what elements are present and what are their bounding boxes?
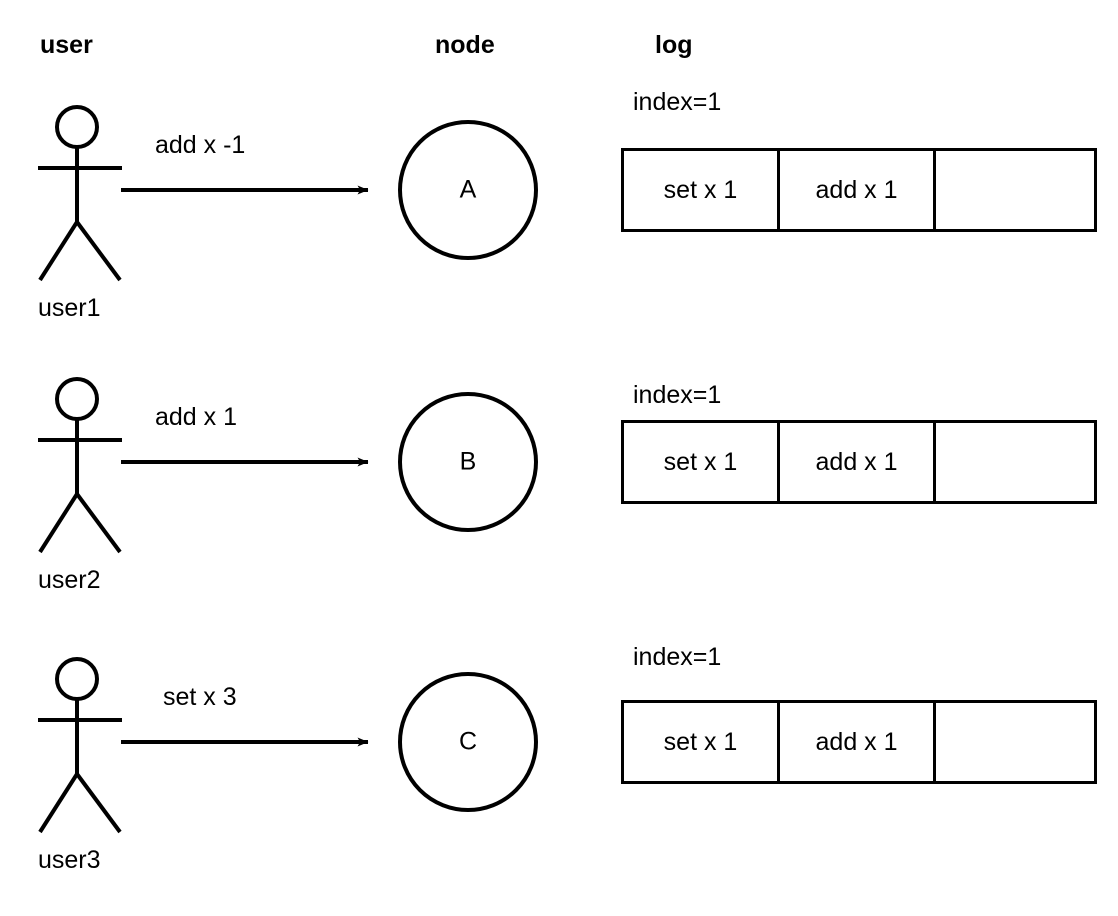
log-cell-empty[interactable] (936, 151, 1094, 229)
node-circle-a (398, 120, 538, 260)
node-label-c: C (458, 727, 478, 756)
log-cell[interactable]: set x 1 (624, 703, 781, 781)
stick-figure-leg-right (75, 772, 122, 834)
stick-figure-user3 (38, 657, 122, 834)
log-cell[interactable]: add x 1 (780, 703, 937, 781)
node-label-b: B (459, 447, 477, 476)
message-label-row-3: set x 3 (163, 683, 237, 711)
log-index-label-row-2: index=1 (633, 381, 722, 409)
column-header-log: log (655, 31, 693, 59)
message-label-row-1: add x -1 (155, 131, 246, 159)
column-header-node: node (435, 31, 495, 59)
stick-figure-user1 (38, 105, 122, 282)
stick-figure-head (55, 105, 99, 149)
message-label-row-2: add x 1 (155, 403, 238, 431)
stick-figure-leg-left (38, 492, 79, 554)
log-table-row-3: set x 1 add x 1 (621, 700, 1097, 784)
stick-figure-leg-left (38, 772, 79, 834)
log-cell[interactable]: set x 1 (624, 151, 781, 229)
node-circle-b (398, 392, 538, 532)
stick-figure-leg-left (38, 220, 79, 282)
log-index-label-row-1: index=1 (633, 88, 722, 116)
log-index-label-row-3: index=1 (633, 643, 722, 671)
node-label-a: A (459, 175, 477, 204)
column-header-user: user (40, 31, 93, 59)
log-cell-empty[interactable] (936, 423, 1094, 501)
stick-figure-leg-right (75, 492, 122, 554)
actor-label-user3: user3 (38, 846, 101, 874)
stick-figure-head (55, 657, 99, 701)
log-table-row-2: set x 1 add x 1 (621, 420, 1097, 504)
log-table-row-1: set x 1 add x 1 (621, 148, 1097, 232)
log-cell[interactable]: add x 1 (780, 423, 937, 501)
stick-figure-head (55, 377, 99, 421)
node-circle-c (398, 672, 538, 812)
log-cell-empty[interactable] (936, 703, 1094, 781)
actor-label-user1: user1 (38, 294, 101, 322)
actor-label-user2: user2 (38, 566, 101, 594)
log-cell[interactable]: set x 1 (624, 423, 781, 501)
log-cell[interactable]: add x 1 (780, 151, 937, 229)
stick-figure-user2 (38, 377, 122, 554)
stick-figure-leg-right (75, 220, 122, 282)
